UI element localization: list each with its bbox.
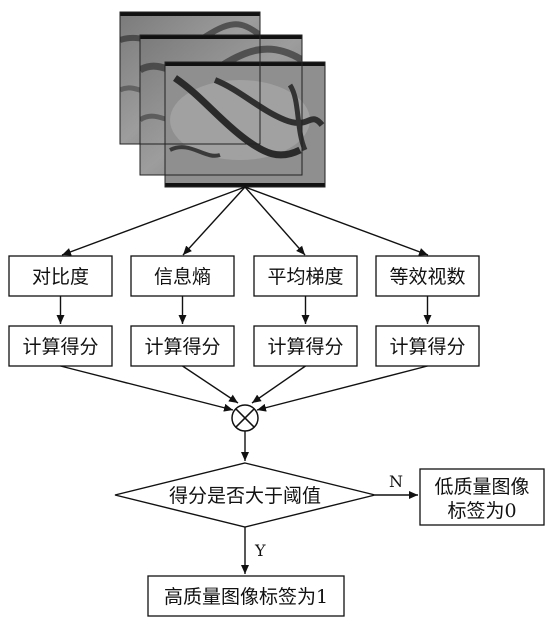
metric-label-enl: 等效视数: [389, 266, 465, 288]
low-quality-box: 低质量图像 标签为0: [419, 468, 545, 526]
metric-box-contrast: 对比度: [8, 255, 113, 297]
low-quality-line2: 标签为0: [447, 500, 516, 522]
metric-label-gradient: 平均梯度: [267, 266, 343, 288]
fanout-arrows: [61, 186, 429, 256]
low-quality-line1: 低质量图像: [434, 476, 529, 498]
score-box-3: 计算得分: [253, 325, 358, 367]
decision-diamond: 得分是否大于阈值: [114, 462, 376, 528]
combiner-node: [231, 404, 259, 432]
arrow-combine-2: [182, 365, 239, 404]
score-box-2: 计算得分: [130, 325, 235, 367]
score-label-4: 计算得分: [389, 336, 465, 358]
high-quality-label: 高质量图像标签为1: [164, 586, 328, 608]
arrow-to-metric-3: [244, 186, 306, 256]
score-box-4: 计算得分: [375, 325, 480, 367]
converge-arrows: [60, 365, 428, 412]
arrow-combine-3: [251, 365, 306, 404]
arrow-to-metric-2: [182, 186, 246, 256]
score-row: 计算得分 计算得分 计算得分 计算得分: [8, 325, 480, 367]
score-label-3: 计算得分: [267, 336, 343, 358]
high-quality-box: 高质量图像标签为1: [147, 575, 345, 617]
metric-box-enl: 等效视数: [375, 255, 480, 297]
yes-label: Y: [254, 541, 266, 560]
arrow-combine-4: [256, 365, 428, 412]
metric-box-entropy: 信息熵: [130, 255, 235, 297]
arrow-combine-1: [60, 365, 234, 412]
score-label-1: 计算得分: [22, 336, 98, 358]
metric-to-score-arrows: [56, 296, 432, 324]
image-frame-3: [165, 62, 325, 187]
no-label: N: [389, 472, 403, 491]
score-label-2: 计算得分: [144, 336, 220, 358]
arrow-to-metric-4: [244, 186, 429, 256]
metric-box-gradient: 平均梯度: [253, 255, 358, 297]
metric-row: 对比度 信息熵 平均梯度 等效视数: [8, 255, 480, 297]
metric-label-contrast: 对比度: [32, 266, 89, 288]
metric-label-entropy: 信息熵: [154, 266, 211, 288]
score-box-1: 计算得分: [8, 325, 113, 367]
decision-label: 得分是否大于阈值: [169, 485, 321, 507]
arrow-to-metric-1: [61, 186, 246, 256]
image-stack: [119, 11, 326, 188]
